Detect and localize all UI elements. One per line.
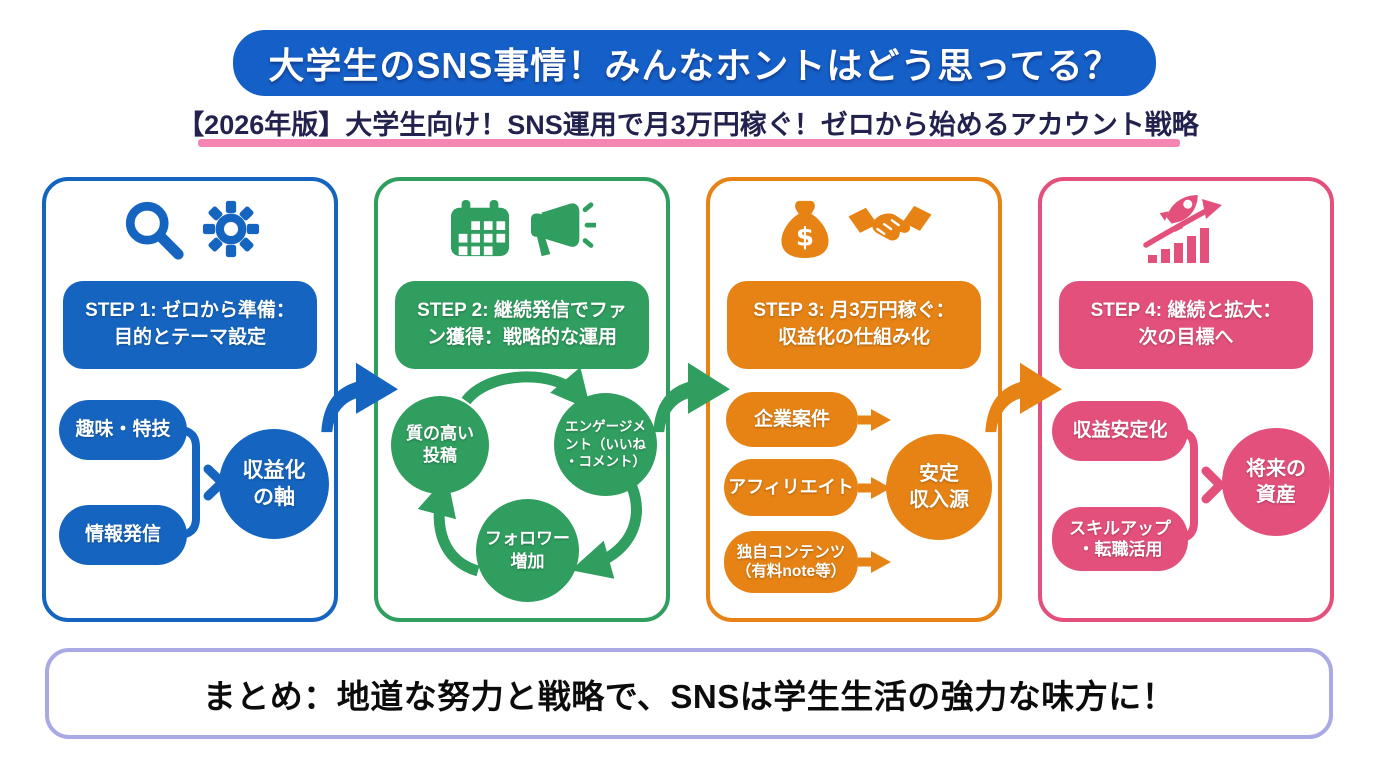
summary-banner: まとめ：地道な努力と戦略で、SNSは学生生活の強力な味方に！ [45,648,1333,739]
subtitle: 【2026年版】大学生向け！SNS運用で月3万円稼ぐ！ゼロから始めるアカウント戦… [0,103,1376,142]
handshake-icon [848,205,932,241]
step-4-header: STEP 4: 継続と拡大： 次の目標へ [1059,281,1313,369]
cycle-node: フォロワー 増加 [476,499,579,602]
megaphone-icon [531,202,596,257]
step-1-item-label: 趣味・特技 [75,419,171,441]
step-4-item-label: スキルアップ ・転職活用 [1069,518,1171,559]
gear-icon [202,200,260,258]
step-4-panel: STEP 4: 継続と拡大： 次の目標へ 収益安定化 スキルアップ ・転職活用 … [1038,177,1334,622]
step-1-item: 趣味・特技 [59,400,187,460]
right-arrow-icon [858,409,891,431]
cycle-node-label: エンゲージメ ント（いいね ・コメント） [565,419,646,470]
step-3-item-label: アフィリエイト [728,477,854,498]
cycle-node-label: フォロワー 増加 [485,529,570,571]
step-1-panel: STEP 1: ゼロから準備： 目的とテーマ設定 趣味・特技 情報発信 収益化 … [42,177,338,622]
step-1-title: STEP 1: ゼロから準備： 目的とテーマ設定 [85,300,295,348]
step-3-item: 独自コンテンツ （有料note等） [724,531,858,593]
chevron-right-icon [1201,466,1225,504]
step-2-header: STEP 2: 継続発信でファ ン獲得：戦略的な運用 [395,281,649,369]
step-1-icons [46,193,334,265]
step-4-item: 収益安定化 [1052,401,1188,461]
cycle-node-label: 質の高い 投稿 [406,423,474,465]
money-bag-icon: $ [781,200,829,259]
step-4-icons [1042,193,1330,265]
step-3-panel: $ STEP 3: 月3万円稼ぐ： 収益化の仕組み化 企業案件 アフィリエイト … [706,177,1002,622]
title-banner: 大学生のSNS事情！みんなホントはどう思ってる？ [233,30,1156,96]
step-3-item: アフィリエイト [724,459,858,516]
cycle-node: エンゲージメ ント（いいね ・コメント） [554,393,657,496]
right-arrow-icon [858,551,891,573]
calendar-icon [450,199,510,257]
right-arrow-icon [858,477,891,499]
step-1-item: 情報発信 [59,505,187,565]
step-3-result: 安定 収入源 [886,434,992,540]
rocket-icon [1159,195,1198,232]
subtitle-underline [198,139,1180,147]
cycle-arrows-icon [417,367,642,579]
rocket-growth-icons [1143,195,1222,263]
step-3-item-label: 独自コンテンツ （有料note等） [735,543,847,580]
step-1-result: 収益化 の軸 [219,429,329,539]
summary-text: まとめ：地道な努力と戦略で、SNSは学生生活の強力な味方に！ [202,677,1176,715]
step-3-item: 企業案件 [726,392,858,447]
step-4-title: STEP 4: 継続と拡大： 次の目標へ [1090,300,1282,348]
step-3-icons: $ [710,193,998,265]
step-3-header: STEP 3: 月3万円稼ぐ： 収益化の仕組み化 [727,281,981,369]
step-2-panel: STEP 2: 継続発信でファ ン獲得：戦略的な運用 質の高い 投稿 エンゲージ… [374,177,670,622]
step-4-item: スキルアップ ・転職活用 [1052,507,1188,571]
flow-arrow-icon [321,362,398,433]
flow-arrow-icon [985,362,1062,433]
cycle-node: 質の高い 投稿 [391,396,489,494]
subtitle-text: 【2026年版】大学生向け！SNS運用で月3万円稼ぐ！ゼロから始めるアカウント戦… [177,110,1199,140]
step-4-result-label: 将来の 資産 [1246,458,1306,506]
step-1-item-label: 情報発信 [84,524,161,546]
step-3-result-label: 安定 収入源 [909,463,969,511]
step-3-title: STEP 3: 月3万円稼ぐ： 収益化の仕組み化 [753,300,955,348]
step-1-header: STEP 1: ゼロから準備： 目的とテーマ設定 [63,281,317,369]
step-4-result: 将来の 資産 [1222,428,1330,536]
flow-arrow-icon [653,362,730,433]
step-2-icons [378,193,666,265]
page-title: 大学生のSNS事情！みんなホントはどう思ってる？ [268,45,1121,86]
step-4-item-label: 収益安定化 [1072,420,1168,442]
magnifier-icon [125,201,184,260]
step-3-item-label: 企業案件 [753,408,830,430]
step-2-title: STEP 2: 継続発信でファ ン獲得：戦略的な運用 [417,300,627,348]
svg-text:$: $ [796,222,814,252]
step-1-result-label: 収益化 の軸 [242,458,306,509]
